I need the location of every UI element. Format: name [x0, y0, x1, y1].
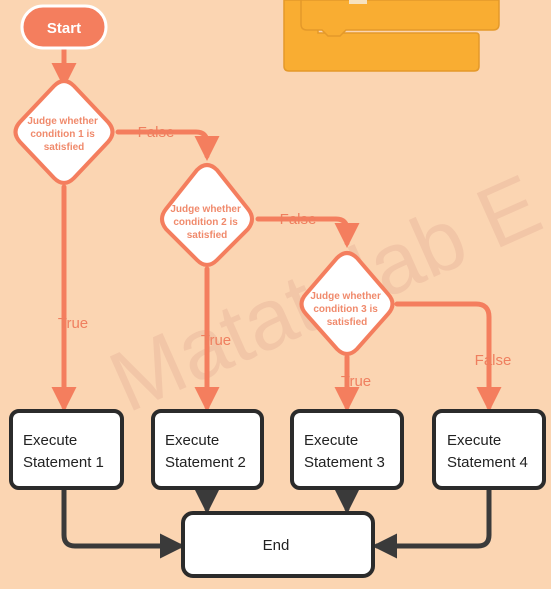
- start-node: Start: [20, 4, 108, 50]
- statement-3-text: Execute Statement 3: [304, 432, 385, 471]
- condition-connectors: [51, 45, 502, 412]
- decision-condition-1: Judge whether condition 1 is satisfied: [13, 79, 115, 185]
- false-label-2: False: [280, 211, 317, 228]
- false-label-1: False: [138, 124, 175, 141]
- end-connectors: [61, 485, 492, 559]
- code-block-graphic: [283, 0, 500, 72]
- arrow-cond2-false: [255, 216, 360, 248]
- condition-3-text: Judge whether condition 3 is satisfied: [310, 291, 383, 328]
- decision-condition-3: Judge whether condition 3 is satisfied: [299, 251, 395, 356]
- true-label-2: True: [201, 332, 231, 349]
- arrow-cond1-false: [115, 129, 220, 161]
- statement-box-4: Execute Statement 4: [432, 409, 546, 490]
- statement-box-1: Execute Statement 1: [9, 409, 124, 490]
- arrow-stmt4-to-end: [372, 485, 492, 559]
- end-node: End: [181, 511, 375, 578]
- decision-condition-2: Judge whether condition 2 is satisfied: [160, 163, 254, 267]
- condition-1-text: Judge whether condition 1 is satisfied: [27, 116, 100, 153]
- statement-box-3: Execute Statement 3: [290, 409, 404, 490]
- true-label-1: True: [58, 315, 88, 332]
- condition-2-text: Judge whether condition 2 is satisfied: [170, 204, 243, 241]
- statement-4-text: Execute Statement 4: [447, 432, 528, 471]
- start-label: Start: [47, 20, 81, 37]
- false-label-3: False: [475, 352, 512, 369]
- end-label: End: [263, 537, 290, 554]
- statement-1-text: Execute Statement 1: [23, 432, 104, 471]
- arrow-cond3-false: [394, 301, 502, 412]
- arrow-stmt1-to-end: [61, 485, 185, 559]
- statement-2-text: Execute Statement 2: [165, 432, 246, 471]
- statement-box-2: Execute Statement 2: [151, 409, 264, 490]
- true-label-3: True: [341, 373, 371, 390]
